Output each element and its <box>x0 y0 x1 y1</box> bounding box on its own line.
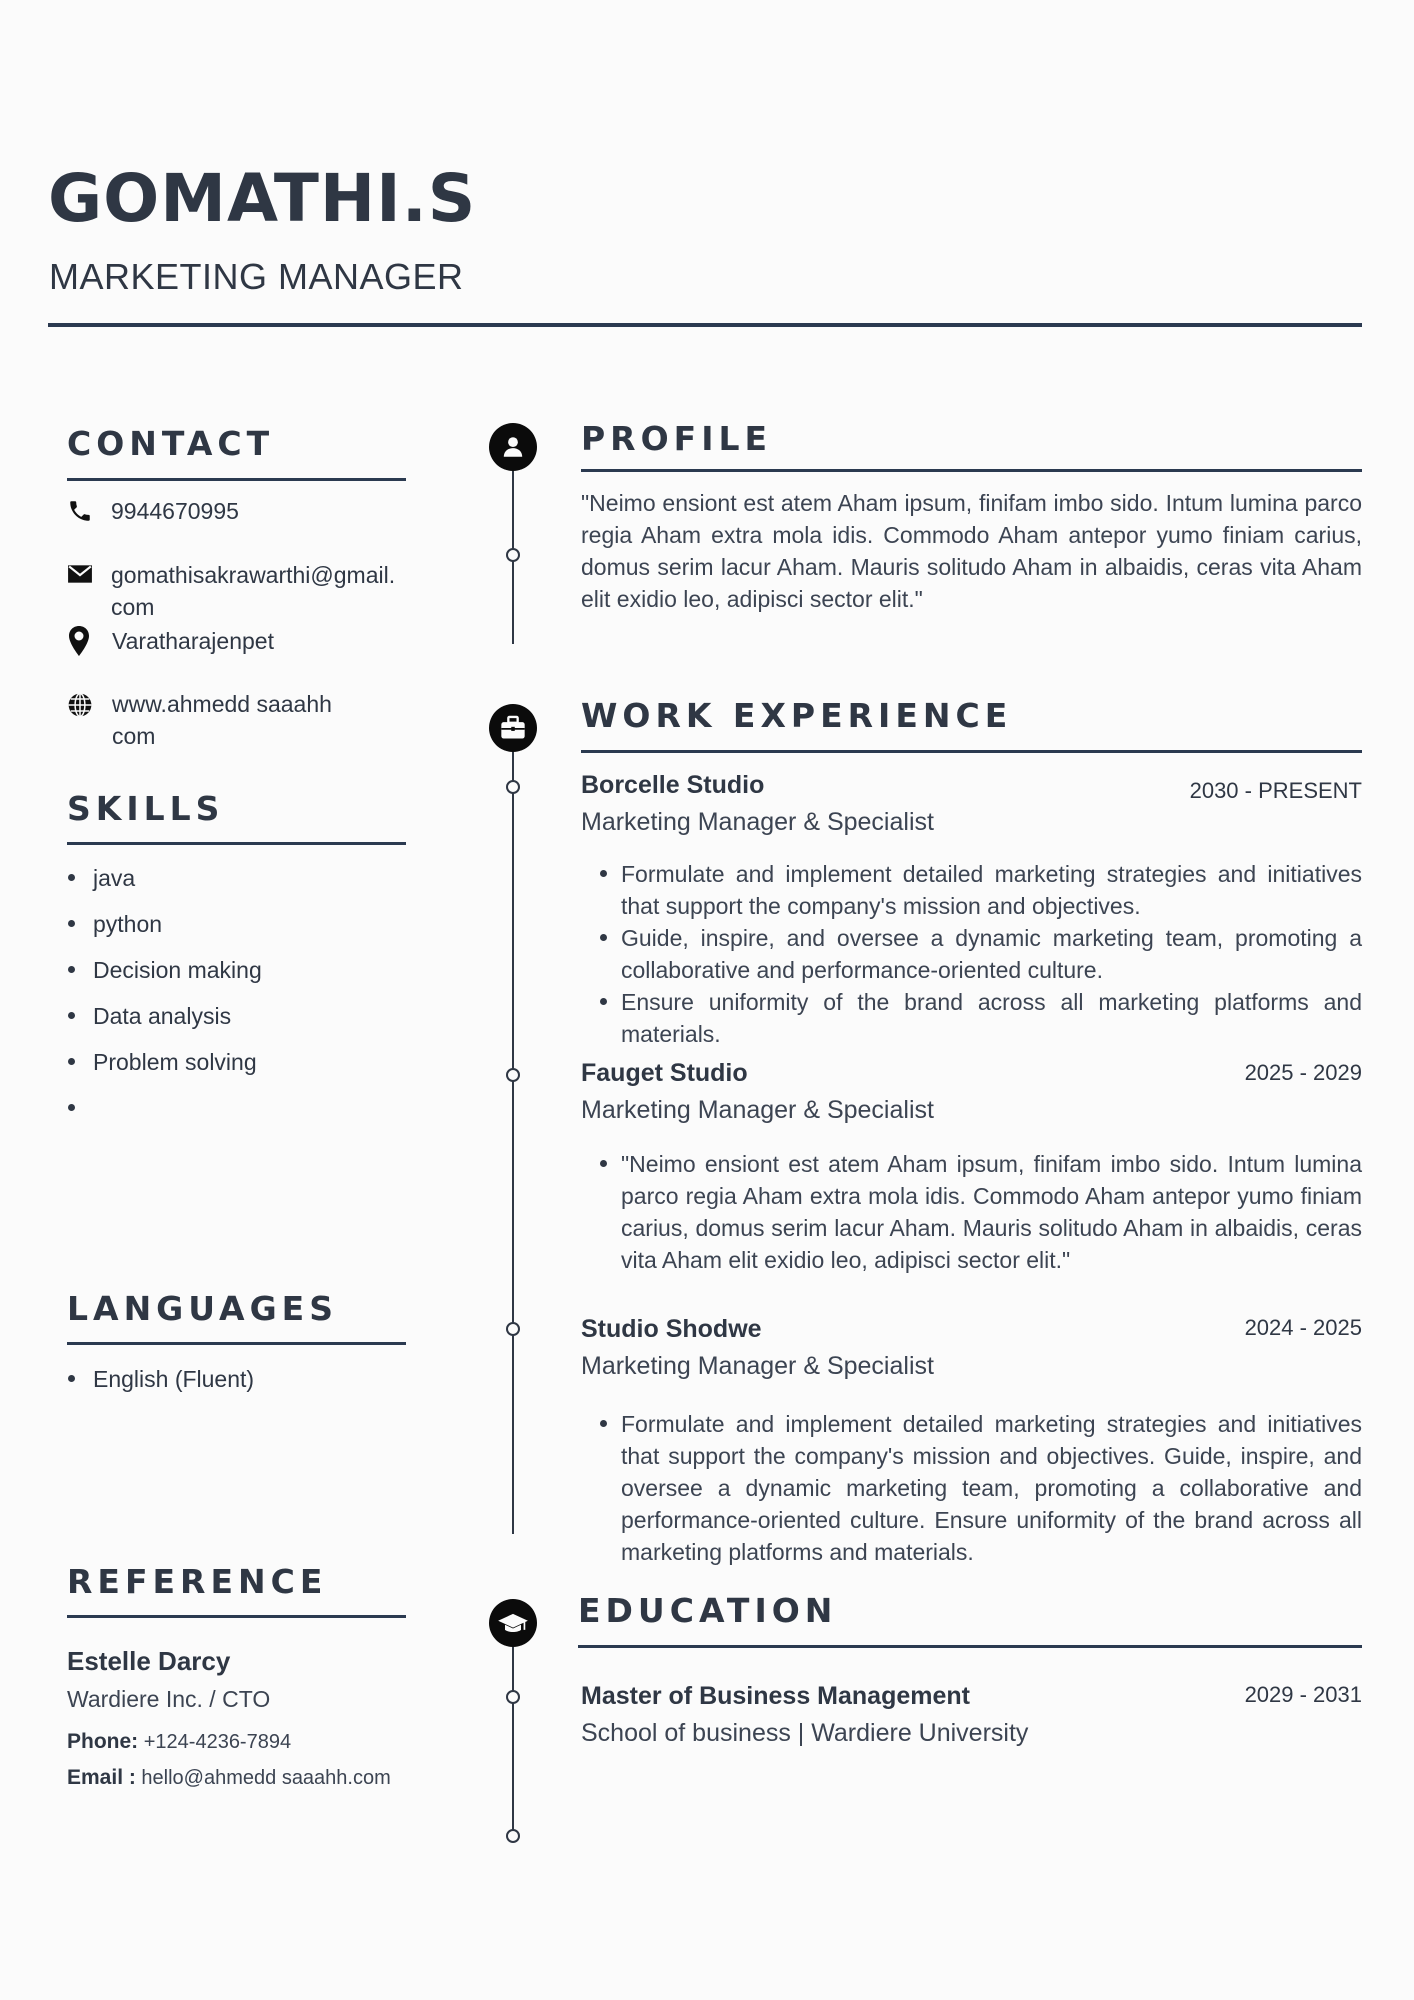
job-role: Marketing Manager & Specialist <box>581 1352 934 1380</box>
timeline-line-experience <box>512 730 514 1534</box>
education-degree: Master of Business Management <box>581 1682 970 1710</box>
reference-email-row: Email : hello@ahmedd saaahh.com <box>67 1766 391 1790</box>
job-date: 2030 - PRESENT <box>1189 778 1362 803</box>
globe-icon <box>68 692 92 718</box>
job-bullet-list: Formulate and implement detailed marketi… <box>600 858 1362 1050</box>
user-icon <box>503 437 523 457</box>
timeline-marker <box>506 1829 520 1843</box>
job-bullet: "Neimo ensiont est atem Aham ipsum, fini… <box>600 1148 1362 1276</box>
job-bullet-list: Formulate and implement detailed marketi… <box>600 1408 1362 1568</box>
education-heading: EDUCATION <box>578 1591 838 1630</box>
resume-job-title: MARKETING MANAGER <box>49 256 464 297</box>
reference-heading: REFERENCE <box>67 1562 328 1601</box>
timeline-marker <box>506 1690 520 1704</box>
job-bullet: Formulate and implement detailed marketi… <box>600 1408 1362 1568</box>
languages-divider <box>67 1342 406 1345</box>
languages-heading: LANGUAGES <box>67 1289 338 1328</box>
profile-summary: "Neimo ensiont est atem Aham ipsum, fini… <box>581 490 1362 612</box>
reference-phone-row: Phone: +124-4236-7894 <box>67 1730 291 1754</box>
location-pin-icon <box>69 626 89 656</box>
experience-divider <box>581 750 1362 753</box>
contact-location: Varatharajenpet <box>112 628 274 654</box>
job-bullet: Formulate and implement detailed marketi… <box>600 858 1362 922</box>
experience-badge <box>489 704 537 752</box>
experience-heading: WORK EXPERIENCE <box>581 696 1013 735</box>
header-divider <box>48 323 1362 327</box>
timeline-marker <box>506 548 520 562</box>
education-divider <box>578 1645 1362 1648</box>
timeline-line-profile <box>512 448 514 644</box>
contact-website-line2[interactable]: com <box>112 723 156 749</box>
job-bullet: Guide, inspire, and oversee a dynamic ma… <box>600 922 1362 986</box>
job-bullet-list: "Neimo ensiont est atem Aham ipsum, fini… <box>600 1148 1362 1276</box>
graduation-cap-icon <box>498 1613 528 1632</box>
timeline-marker <box>506 780 520 794</box>
job-company: Fauget Studio <box>581 1059 748 1087</box>
reference-phone-label: Phone: <box>67 1730 139 1753</box>
contact-heading: CONTACT <box>67 424 275 463</box>
timeline-marker <box>506 1322 520 1336</box>
timeline-line-education <box>512 1624 514 1836</box>
contact-website-line1[interactable]: www.ahmedd saaahh <box>112 691 332 717</box>
job-date: 2025 - 2029 <box>1244 1060 1362 1085</box>
contact-email-line1[interactable]: gomathisakrawarthi@gmail. <box>111 562 396 588</box>
reference-name: Estelle Darcy <box>67 1646 231 1676</box>
resume-name: GOMATHI.S <box>48 160 477 237</box>
contact-divider <box>67 478 406 481</box>
briefcase-icon <box>501 715 525 739</box>
mail-icon <box>68 565 92 583</box>
job-company: Borcelle Studio <box>581 771 765 799</box>
skills-heading: SKILLS <box>67 789 225 828</box>
contact-email-line2[interactable]: com <box>111 594 155 620</box>
education-date: 2029 - 2031 <box>1244 1682 1362 1707</box>
job-company: Studio Shodwe <box>581 1315 762 1343</box>
reference-organization: Wardiere Inc. / CTO <box>67 1686 271 1712</box>
job-role: Marketing Manager & Specialist <box>581 1096 934 1124</box>
reference-email[interactable]: hello@ahmedd saaahh.com <box>141 1767 391 1789</box>
education-school: School of business | Wardiere University <box>581 1719 1029 1747</box>
profile-divider <box>581 469 1362 472</box>
profile-heading: PROFILE <box>581 419 773 458</box>
reference-email-label: Email : <box>67 1766 136 1789</box>
job-role: Marketing Manager & Specialist <box>581 808 934 836</box>
timeline-marker <box>506 1068 520 1082</box>
reference-divider <box>67 1615 406 1618</box>
education-badge <box>489 1599 537 1647</box>
job-bullet: Ensure uniformity of the brand across al… <box>600 986 1362 1050</box>
profile-badge <box>489 423 537 471</box>
skills-divider <box>67 842 406 845</box>
contact-phone: 9944670995 <box>111 498 239 524</box>
phone-icon <box>70 501 90 521</box>
job-date: 2024 - 2025 <box>1244 1315 1362 1340</box>
reference-phone: +124-4236-7894 <box>143 1731 292 1753</box>
